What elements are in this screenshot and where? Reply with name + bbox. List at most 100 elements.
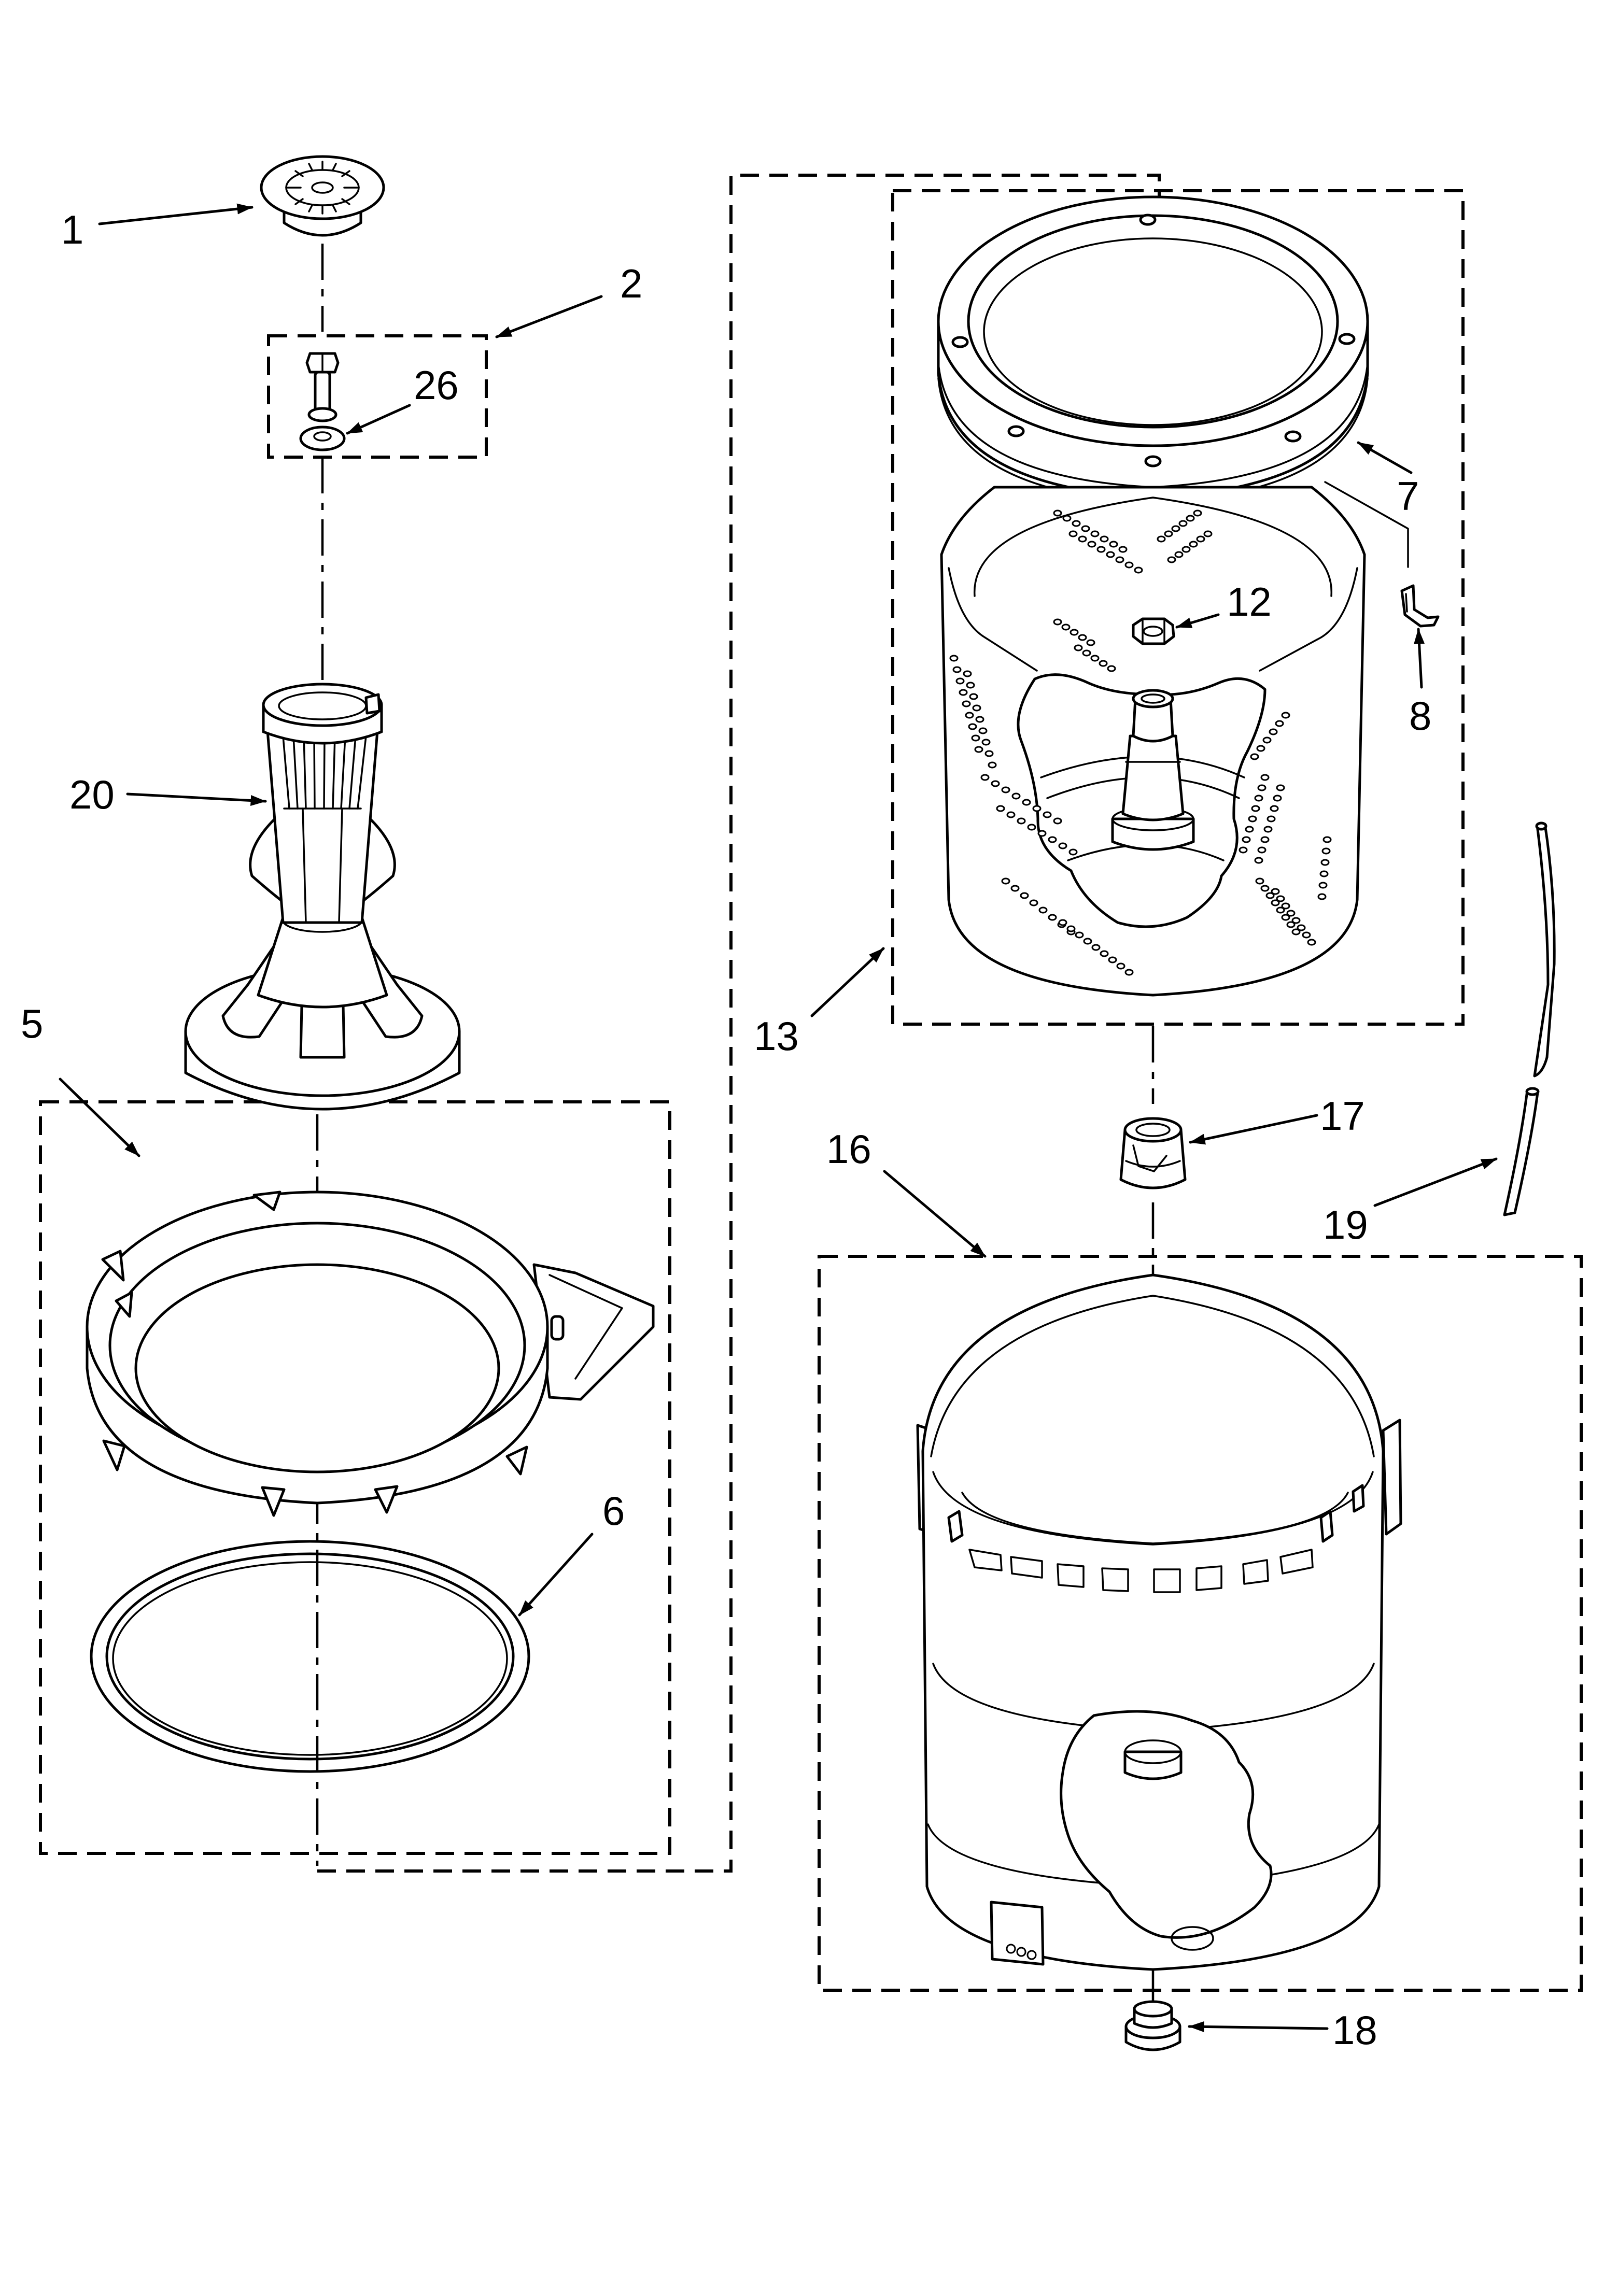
perforation-hole	[1083, 938, 1092, 945]
perforation-hole	[1291, 917, 1301, 924]
perforation-hole	[974, 746, 983, 753]
perforation-hole	[1174, 551, 1184, 558]
perforation-hole	[1082, 649, 1091, 657]
perforation-hole	[1108, 956, 1117, 963]
perforation-hole	[1091, 944, 1101, 951]
perforation-hole	[1257, 784, 1267, 791]
perforation-hole	[1281, 902, 1290, 910]
leader-18	[1188, 2021, 1329, 2032]
perforation-hole	[1263, 826, 1273, 833]
perforation-hole	[1262, 736, 1272, 744]
basket-clip	[1400, 584, 1440, 628]
perforation-hole	[1265, 892, 1275, 899]
perforation-hole	[1090, 655, 1100, 662]
perforation-hole	[1164, 530, 1173, 537]
perforation-hole	[1074, 644, 1083, 651]
callout-26: 26	[414, 362, 459, 408]
perforation-hole	[1291, 928, 1301, 936]
drive-block	[1119, 1117, 1187, 1189]
perforation-hole	[1124, 561, 1134, 569]
group-box-5	[39, 1100, 671, 1855]
perforation-hole	[1302, 931, 1311, 939]
perforation-hole	[1072, 520, 1081, 527]
perforation-hole	[955, 677, 965, 685]
perforation-hole	[1256, 745, 1265, 752]
leader-19	[1373, 1157, 1498, 1207]
perforation-hole	[1248, 815, 1257, 823]
perforation-hole	[1276, 784, 1285, 791]
perforation-hole	[1167, 556, 1176, 563]
perforation-hole	[1053, 817, 1062, 825]
perforation-hole	[1001, 877, 1010, 885]
callout-19: 19	[1323, 1202, 1368, 1248]
perforation-hole	[1106, 551, 1115, 558]
perforation-hole	[1134, 566, 1143, 574]
perforation-hole	[1068, 848, 1078, 856]
agitator-bolt	[305, 352, 340, 422]
perforation-hole	[1281, 712, 1290, 719]
callout-13: 13	[754, 1013, 799, 1059]
leader-16	[883, 1170, 987, 1258]
tub-ring	[86, 1190, 655, 1517]
callout-16: 16	[826, 1126, 871, 1172]
perforation-hole	[1193, 509, 1202, 517]
perforation-hole	[1006, 811, 1016, 818]
perforation-hole	[1254, 795, 1263, 802]
callout-8: 8	[1409, 693, 1431, 739]
perforation-hole	[996, 805, 1005, 812]
perforation-hole	[959, 689, 968, 696]
perforation-hole	[1029, 899, 1038, 906]
leader-12	[1175, 613, 1220, 629]
perforation-hole	[1022, 799, 1031, 806]
perforation-hole	[1020, 892, 1029, 899]
perforation-hole	[1053, 618, 1062, 626]
perforation-hole	[1171, 525, 1180, 532]
perforation-hole	[978, 727, 988, 734]
callout-17: 17	[1320, 1093, 1365, 1139]
perforation-hole	[1017, 817, 1026, 825]
perforation-hole	[1186, 515, 1195, 522]
leader-8	[1414, 628, 1425, 689]
perforation-hole	[1062, 515, 1072, 522]
callout-6: 6	[602, 1488, 625, 1534]
leader-26	[346, 404, 411, 435]
perforation-hole	[1058, 842, 1067, 849]
perforation-hole	[1273, 795, 1282, 802]
perforation-hole	[1096, 546, 1106, 553]
perforation-hole	[1257, 846, 1267, 854]
perforation-hole	[1058, 919, 1067, 926]
perforation-hole	[1318, 882, 1328, 889]
perforation-hole	[1270, 805, 1279, 812]
callout-12: 12	[1227, 579, 1272, 625]
perforation-hole	[1109, 541, 1118, 548]
perforation-hole	[1250, 753, 1259, 760]
leader-6	[518, 1533, 594, 1617]
assembly-connector-line	[317, 174, 1161, 1873]
perforation-hole	[1115, 556, 1124, 563]
spin-basket	[940, 486, 1366, 997]
leader-20	[126, 792, 267, 806]
callout-7: 7	[1397, 473, 1419, 519]
perforation-hole	[1322, 836, 1332, 843]
perforation-hole	[1124, 969, 1134, 976]
spin-basket-perforations	[949, 509, 1332, 976]
callout-2: 2	[620, 261, 642, 306]
agitator	[184, 683, 461, 1111]
perforation-hole	[1032, 805, 1042, 812]
leader-13	[810, 947, 885, 1017]
perforation-hole	[1320, 859, 1330, 866]
perforation-hole	[1100, 535, 1109, 543]
perforation-hole	[952, 666, 962, 673]
perforation-hole	[1086, 639, 1095, 646]
callout-20: 20	[69, 772, 115, 817]
perforation-hole	[1078, 535, 1087, 543]
callout-labels: 1 2 26 20 5 6 7 12 8 13 16 17 19 18	[21, 207, 1431, 2053]
perforation-hole	[981, 739, 991, 746]
perforation-hole	[1037, 830, 1047, 837]
perforation-hole	[1090, 530, 1100, 537]
perforation-hole	[1267, 815, 1276, 823]
perforation-hole	[971, 734, 980, 742]
perforation-hole	[1260, 774, 1270, 781]
perforation-hole	[1254, 857, 1263, 864]
